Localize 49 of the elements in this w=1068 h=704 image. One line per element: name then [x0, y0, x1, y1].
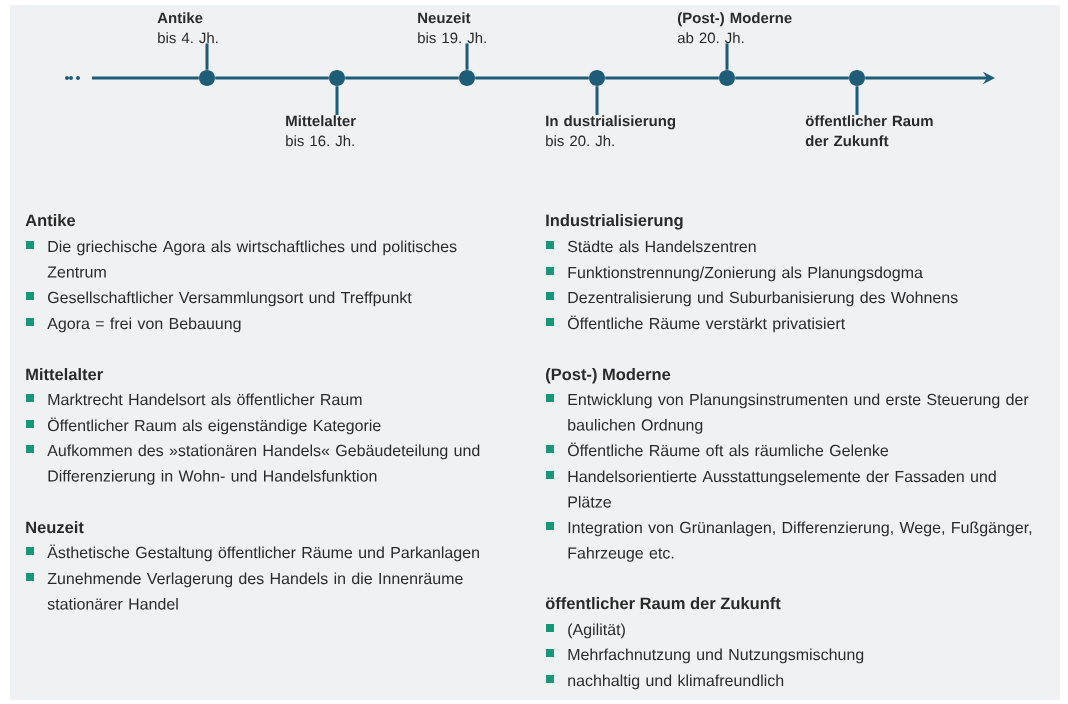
tick-line	[465, 43, 469, 70]
bullet-item: Öffentlicher Raum als eigenständige Kategorie	[26, 417, 381, 435]
bullet-item: Gesellschaftlicher Versammlungsort und Treffpunkt	[26, 291, 412, 307]
bullet-item: Aufkommen des »stationären Handels« Gebäudeteilung und Differenzierung in Wohn- und Handelsfunktion	[26, 444, 480, 485]
tick-line	[595, 86, 599, 115]
timeline-segment	[92, 76, 199, 80]
bullet-item: Integration von Grünanlagen, Differenzierung, Wege, Fußgänger, Fahrzeuge etc.	[546, 521, 1032, 562]
tick-line	[855, 86, 859, 115]
milestone-label: Mittelalter bis 16. Jh.	[286, 115, 356, 147]
timeline-dot	[719, 70, 735, 86]
timeline-dot	[199, 70, 215, 86]
bullet-item: Funktionstrennung/Zonierung als Planungsdogma	[546, 266, 923, 282]
milestone-label: Antike bis 4. Jh.	[157, 12, 218, 44]
section-heading: Mittelalter	[26, 368, 103, 381]
milestone-label: (Post-) Moderne ab 20. Jh.	[677, 12, 792, 44]
bullet-item: Die griechische Agora als wirtschaftliches und politisches Zentrum	[26, 240, 457, 278]
milestone-label: Neuzeit bis 19. Jh.	[418, 12, 486, 44]
bullet-item: Dezentralisierung und Suburbanisierung des Wohnens	[546, 291, 958, 307]
bullet-item: Entwicklung von Planungsinstrumenten und erste Steuerung der baulichen Ordnung	[546, 393, 1029, 434]
bullet-item: Öffentliche Räume oft als räumliche Gelenke	[546, 442, 889, 457]
milestone-label: In dustrialisierung bis 20. Jh.	[546, 115, 676, 147]
tick-line	[335, 86, 339, 115]
bullet-item: Zunehmende Verlagerung des Handels in die Innenräume stationärer Handel	[26, 572, 463, 610]
timeline-dot	[589, 70, 605, 86]
section-heading: öffentlicher Raum der Zukunft	[545, 597, 781, 610]
bullet-item: nachhaltig und klimafreundlich	[546, 674, 784, 690]
timeline-segment	[605, 76, 719, 80]
section-heading: Antike	[25, 214, 76, 227]
timeline-segment	[735, 76, 849, 80]
timeline-dot	[329, 70, 345, 86]
timeline-segment	[215, 76, 329, 80]
bullet-item: Agora = frei von Bebauung	[26, 317, 241, 333]
bullet-item: Städte als Handelszentren	[546, 240, 756, 253]
bullet-item: Handelsorientierte Ausstattungselemente der Fassaden und Plätze	[546, 470, 996, 508]
bullet-item: (Agilität)	[546, 623, 625, 639]
tick-line	[205, 43, 209, 70]
bullet-item: Mehrfachnutzung und Nutzungsmischung	[546, 648, 864, 664]
section-heading: Industrialisierung	[546, 214, 683, 230]
milestone-label: öffentlicher Raum der Zukunft	[805, 115, 933, 147]
tick-line	[725, 43, 729, 70]
section-heading: (Post-) Moderne	[546, 368, 671, 384]
bullet-item: Marktrecht Handelsort als öffentlicher Raum	[26, 393, 362, 406]
section-heading: Neuzeit	[26, 521, 84, 534]
timeline-dot	[849, 70, 865, 86]
timeline-segment	[475, 76, 589, 80]
timeline-segment	[345, 76, 459, 80]
timeline-dot	[459, 70, 475, 86]
bullet-item: Ästhetische Gestaltung öffentlicher Räume und Parkanlagen	[26, 544, 479, 562]
bullet-item: Öffentliche Räume verstärkt privatisiert	[546, 315, 846, 333]
